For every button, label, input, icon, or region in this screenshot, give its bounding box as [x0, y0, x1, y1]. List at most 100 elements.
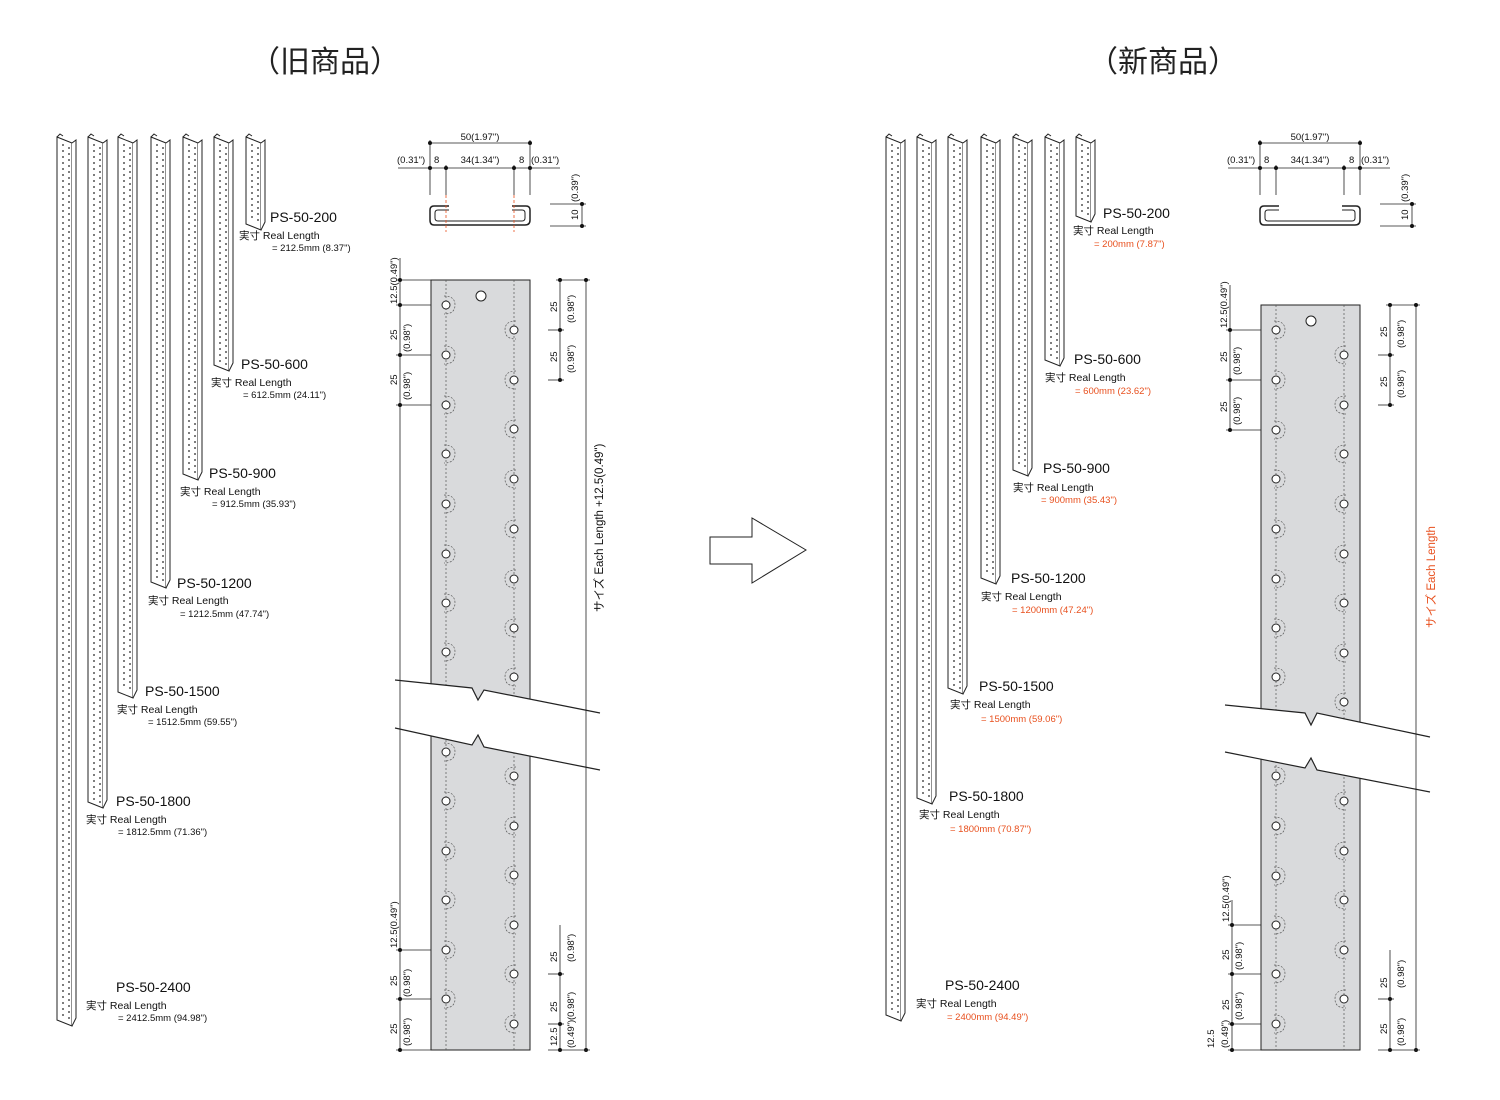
- dim-label: 12.5(0.49"): [1221, 875, 1232, 922]
- rail-strip: [182, 133, 203, 481]
- dim-label: (0.98"): [1232, 347, 1243, 375]
- old-product-labels: PS-50-200 実寸 Real Length = 212.5mm (8.37…: [86, 209, 351, 1024]
- rail-strip: [245, 133, 266, 231]
- dim-label: 25: [1379, 977, 1390, 988]
- dim-label: (0.49"): [566, 1020, 577, 1048]
- rail-strip: [150, 133, 171, 589]
- section-flange-left: 8: [1264, 155, 1269, 166]
- dim-label: (0.98"): [1396, 960, 1407, 988]
- dim-label: 25: [549, 351, 560, 362]
- dim-label: (0.98"): [1396, 370, 1407, 398]
- section-flange-left: 8: [434, 155, 439, 166]
- new-product-label: 実寸 Real Length: [919, 808, 1000, 821]
- section-height: 10: [1400, 209, 1411, 220]
- new-strips: [885, 133, 1096, 1022]
- dim-label: (0.98"): [1234, 942, 1245, 970]
- new-product-labels: PS-50-200 実寸 Real Length = 200mm (7.87")…: [916, 205, 1170, 1023]
- dim-label: (0.98"): [402, 969, 413, 997]
- old-detail-strip: [394, 279, 601, 1051]
- section-width-inner: 34(1.34"): [1291, 155, 1330, 166]
- new-product-label: 実寸 Real Length: [981, 590, 1062, 603]
- old-product-label: 実寸 Real Length: [117, 703, 198, 716]
- old-product-value: = 2412.5mm (94.98"): [118, 1013, 207, 1024]
- dim-label: 25: [389, 329, 400, 340]
- dim-label: 25: [1219, 401, 1230, 412]
- section-height: 10: [570, 209, 581, 220]
- section-flange-in-right: (0.31"): [1361, 155, 1389, 166]
- dim-label: 25: [389, 1023, 400, 1034]
- old-product-label: 実寸 Real Length: [148, 594, 229, 607]
- old-product-code: PS-50-1200: [177, 575, 252, 591]
- old-product-code: PS-50-900: [209, 465, 276, 481]
- dim-label: 25: [1379, 1023, 1390, 1034]
- dim-label: 12.5(0.49"): [1219, 281, 1230, 328]
- new-product-code: PS-50-1500: [979, 678, 1054, 694]
- new-product-value: = 600mm (23.62"): [1075, 386, 1151, 397]
- dim-label: 25: [549, 951, 560, 962]
- old-product-value: = 612.5mm (24.11"): [243, 390, 326, 401]
- dim-label: 12.5(0.49"): [389, 901, 400, 948]
- old-product-code: PS-50-1500: [145, 683, 220, 699]
- new-product-code: PS-50-600: [1074, 351, 1141, 367]
- dim-label: 25: [1379, 326, 1390, 337]
- arrow-right-icon: [709, 517, 807, 584]
- new-detail-dimensions: 12.5(0.49") 25 (0.98") 25 (0.98") 25 (0.…: [1206, 281, 1438, 1052]
- new-product-value: = 2400mm (94.49"): [947, 1012, 1028, 1023]
- dim-label: 25: [1219, 351, 1230, 362]
- old-strips: [56, 133, 266, 1027]
- new-product-value: = 1500mm (59.06"): [981, 714, 1062, 725]
- dim-label: 25: [549, 301, 560, 312]
- new-product-code: PS-50-200: [1103, 205, 1170, 221]
- section-width-inner: 34(1.34"): [461, 155, 500, 166]
- old-product-label: 実寸 Real Length: [86, 813, 167, 826]
- old-detail-dimensions: 12.5(0.49") 25 (0.98") (0.98") 25 25 (0.…: [389, 257, 606, 1052]
- dim-label: 12.5: [1206, 1030, 1217, 1049]
- rail-strip: [1075, 133, 1096, 223]
- dim-label: (0.98"): [1234, 992, 1245, 1020]
- new-product-value: = 1800mm (70.87"): [950, 824, 1031, 835]
- old-product-label: 実寸 Real Length: [86, 999, 167, 1012]
- dim-label: (0.98"): [1232, 397, 1243, 425]
- old-product-value: = 1512.5mm (59.55"): [148, 717, 237, 728]
- rail-strip: [885, 133, 906, 1022]
- rail-strip: [916, 133, 937, 805]
- new-product-code: PS-50-900: [1043, 460, 1110, 476]
- dim-label: (0.98"): [566, 345, 577, 373]
- section-height-in: (0.39"): [1400, 174, 1411, 202]
- old-cross-section: 50(1.97") (0.31") 8 34(1.34") 8 (0.31") …: [397, 132, 586, 232]
- section-flange-in-left: (0.31"): [1227, 155, 1255, 166]
- rail-strip: [87, 133, 108, 809]
- old-product-label: 実寸 Real Length: [180, 485, 261, 498]
- old-product-code: PS-50-2400: [116, 979, 191, 995]
- dim-label: (0.98"): [566, 934, 577, 962]
- new-product-label: 実寸 Real Length: [1013, 481, 1094, 494]
- section-width-total: 50(1.97"): [1291, 132, 1330, 143]
- old-product-value: = 1212.5mm (47.74"): [180, 609, 269, 620]
- dim-label: (0.98"): [1396, 1018, 1407, 1046]
- dim-label: (0.98"): [566, 992, 577, 1020]
- old-heading: （旧商品）: [250, 45, 400, 80]
- rail-strip: [1012, 133, 1033, 477]
- new-product-label: 実寸 Real Length: [950, 698, 1031, 711]
- dim-label: 12.5(0.49"): [389, 257, 400, 304]
- new-product-value: = 1200mm (47.24"): [1012, 605, 1093, 616]
- dim-label: (0.49"): [1220, 1020, 1231, 1048]
- new-product-code: PS-50-1200: [1011, 570, 1086, 586]
- rail-strip: [980, 133, 1001, 585]
- new-cross-section: 50(1.97") (0.31") 8 34(1.34") 8 (0.31") …: [1227, 132, 1416, 228]
- new-heading: （新商品）: [1088, 45, 1238, 80]
- rail-strip: [947, 133, 968, 695]
- old-product-value: = 1812.5mm (71.36"): [118, 827, 207, 838]
- old-product-value: = 912.5mm (35.93"): [212, 499, 296, 510]
- dim-label: 25: [1221, 949, 1232, 960]
- rail-strip: [213, 133, 234, 372]
- new-product-code: PS-50-1800: [949, 788, 1024, 804]
- old-length-label: サイズ Each Length +12.5(0.49"): [592, 443, 606, 612]
- dim-label: (0.98"): [566, 295, 577, 323]
- old-product-label: 実寸 Real Length: [239, 229, 320, 242]
- dim-label: (0.98"): [402, 372, 413, 400]
- new-product-value: = 900mm (35.43"): [1041, 495, 1117, 506]
- rail-strip: [117, 133, 138, 699]
